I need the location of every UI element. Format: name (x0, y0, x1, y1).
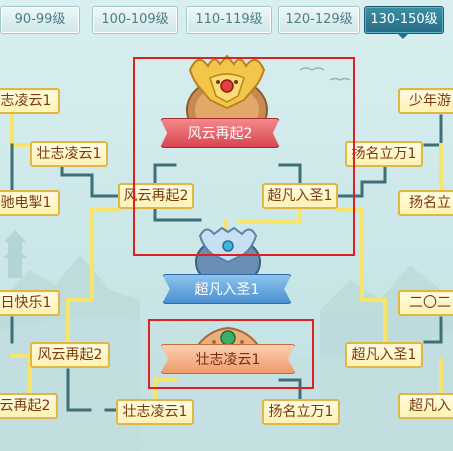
third-match-right-player[interactable]: 扬名立万1 (262, 399, 340, 425)
tab-90-99[interactable]: 90-99级 (0, 6, 80, 34)
right-r2-player-2[interactable]: 超凡入圣1 (345, 342, 423, 368)
runner-up-ribbon[interactable]: 超凡入圣1 (162, 274, 292, 304)
left-r2-player-2[interactable]: 风云再起2 (30, 342, 110, 368)
third-place-ribbon[interactable]: 壮志凌云1 (160, 344, 296, 374)
right-r1-player-3[interactable]: 二〇二 (398, 290, 453, 316)
tab-120-129[interactable]: 120-129级 (278, 6, 360, 34)
level-tabs: 90-99级 100-109级 110-119级 120-129级 130-15… (0, 0, 453, 40)
right-r1-player-1[interactable]: 少年游 (398, 88, 453, 114)
champion-ribbon[interactable]: 风云再起2 (160, 118, 280, 148)
silver-dragon-crest-icon (195, 226, 261, 286)
left-r1-player-4[interactable]: 云再起2 (0, 393, 58, 419)
semifinal-left-player[interactable]: 风云再起2 (118, 183, 194, 209)
left-r1-player-1[interactable]: 志凌云1 (0, 88, 60, 114)
right-r1-player-2[interactable]: 扬名立 (398, 190, 453, 216)
highlight-box-third-place (148, 319, 314, 389)
left-r1-player-2[interactable]: 驰电掣1 (0, 190, 60, 216)
bronze-gem-crest-icon (194, 326, 262, 349)
tab-100-109[interactable]: 100-109级 (92, 6, 178, 34)
right-r1-player-4[interactable]: 超凡入 (398, 393, 453, 419)
left-r1-player-3[interactable]: 日快乐1 (0, 290, 60, 316)
third-match-left-player[interactable]: 壮志凌云1 (116, 399, 194, 425)
semifinal-right-player[interactable]: 超凡入圣1 (262, 183, 338, 209)
left-r2-player-1[interactable]: 壮志凌云1 (30, 141, 108, 167)
active-tab-pointer (397, 33, 409, 39)
tab-130-150[interactable]: 130-150级 (364, 6, 444, 34)
highlight-box-finals (133, 57, 355, 256)
right-r2-player-1[interactable]: 扬名立万1 (345, 141, 423, 167)
tab-110-119[interactable]: 110-119级 (186, 6, 272, 34)
